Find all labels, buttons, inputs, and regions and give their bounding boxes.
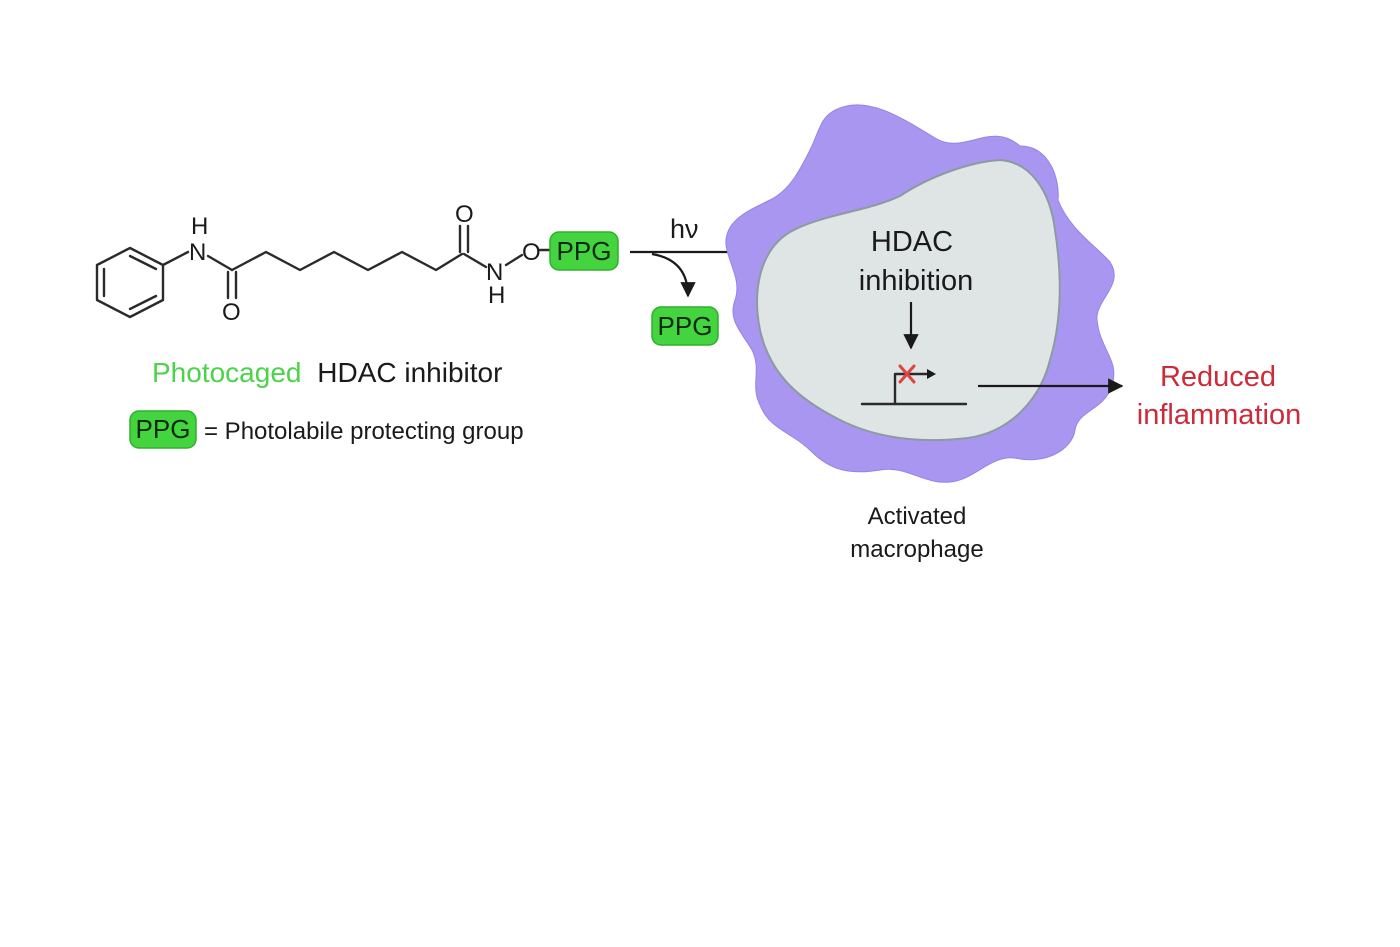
alkyl-chain bbox=[230, 250, 464, 272]
bond-n-carbonyl bbox=[206, 254, 234, 272]
photorelease-arrow: hν PPG bbox=[630, 214, 814, 346]
outcome-line2: inflammation bbox=[1137, 399, 1301, 431]
atom-carbonyl-o1: O bbox=[222, 299, 241, 326]
caption-hdac-inhibitor: HDAC inhibitor bbox=[317, 357, 502, 388]
outcome-line1: Reduced bbox=[1160, 361, 1276, 393]
macrophage-caption-line1: Activated bbox=[868, 503, 967, 530]
atom-ether-o: O bbox=[522, 239, 541, 266]
svg-text:PPG: PPG bbox=[136, 414, 191, 444]
transcription-block-icon bbox=[898, 364, 916, 384]
atom-amide-n: N bbox=[189, 239, 206, 266]
bond-n-o bbox=[504, 253, 524, 267]
ppg-legend: PPG = Photolabile protecting group bbox=[129, 410, 524, 449]
svg-text:PPG: PPG bbox=[557, 236, 612, 266]
molecule-caption: Photocaged HDAC inhibitor bbox=[152, 357, 502, 388]
macrophage-caption-line2: macrophage bbox=[850, 536, 983, 563]
bond-ring-n bbox=[161, 250, 190, 267]
caption-photocaged: Photocaged bbox=[152, 357, 301, 388]
light-label: hν bbox=[670, 214, 699, 244]
benzene-inner-bonds bbox=[102, 254, 158, 311]
atom-hydroxamate-h: H bbox=[488, 282, 505, 309]
atom-hydroxamate-n: N bbox=[486, 259, 503, 286]
macrophage: HDAC inhibition Activated macrophage bbox=[725, 104, 1115, 563]
ppg-tag-legend: PPG bbox=[129, 410, 197, 449]
ppg-definition: = Photolabile protecting group bbox=[204, 418, 524, 445]
atom-carbonyl-o2: O bbox=[455, 201, 474, 228]
hdac-label: HDAC bbox=[871, 226, 953, 258]
ppg-tag-released: PPG bbox=[651, 306, 719, 346]
bond-carbonyl-n bbox=[462, 252, 488, 269]
svg-text:PPG: PPG bbox=[658, 311, 713, 341]
release-curve-arrow bbox=[651, 252, 696, 298]
gene-promoter bbox=[860, 364, 968, 406]
atom-amide-h: H bbox=[191, 213, 208, 240]
nucleus bbox=[756, 158, 1061, 442]
molecule-structure: N H O O N H O PPG bbox=[95, 201, 619, 326]
benzene-ring bbox=[95, 246, 165, 319]
inhibition-label: inhibition bbox=[859, 265, 973, 297]
ppg-tag-molecule: PPG bbox=[549, 231, 619, 271]
